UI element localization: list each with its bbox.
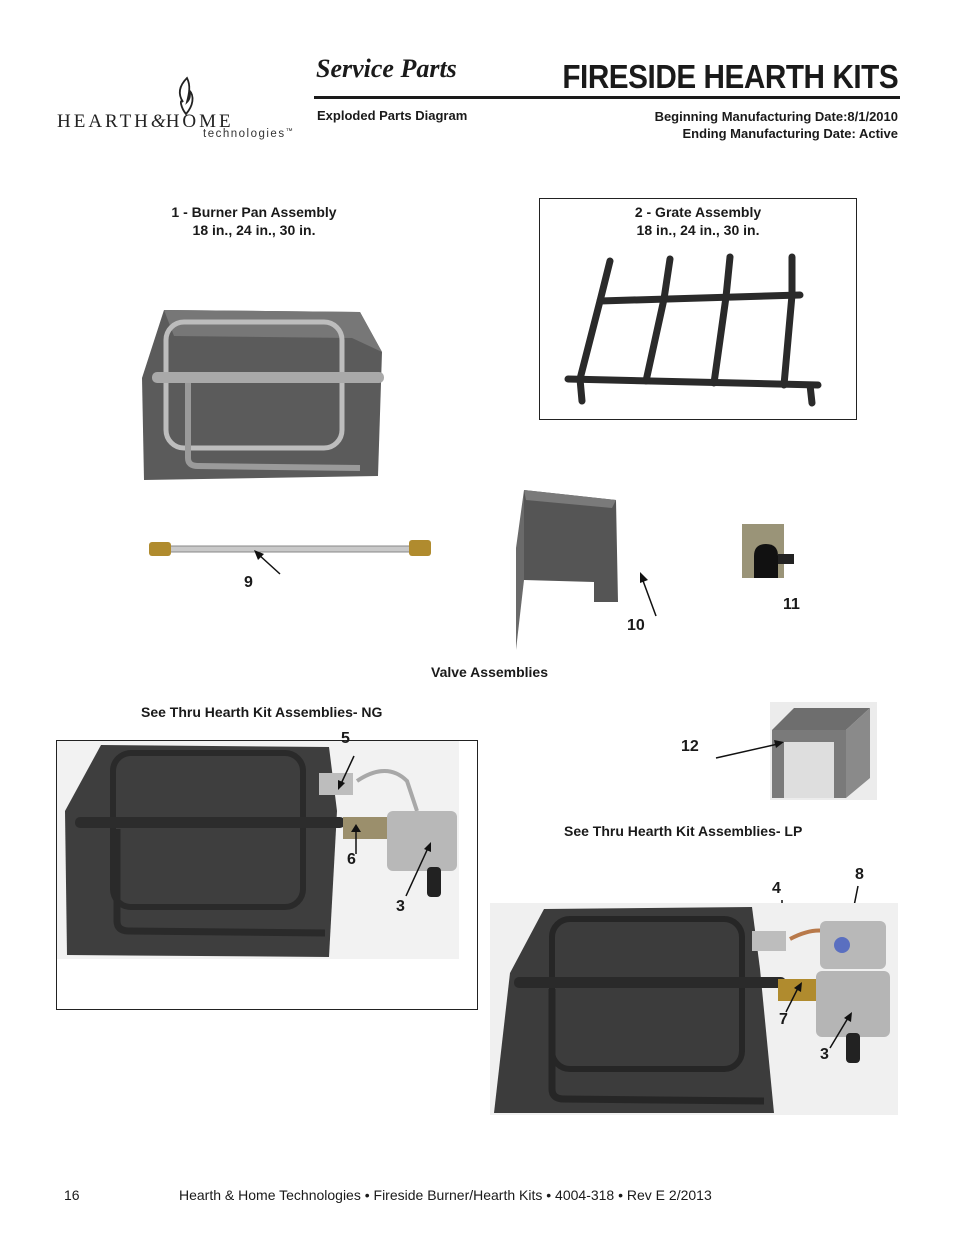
page-title: FIRESIDE HEARTH KITS	[562, 58, 898, 95]
arrow-3-lp	[829, 1012, 852, 1049]
arrow-5	[338, 755, 355, 790]
arrow-9	[254, 550, 281, 575]
footer-text: Hearth & Home Technologies • Fireside Bu…	[179, 1187, 712, 1203]
begin-date: Beginning Manufacturing Date:8/1/2010	[654, 109, 898, 124]
callout-7: 7	[779, 1011, 788, 1028]
callout-5: 5	[341, 730, 350, 747]
logo-word-right: HOME	[165, 111, 234, 132]
burner-pan-illustration	[142, 310, 384, 480]
lp-heading: See Thru Hearth Kit Assemblies- LP	[564, 823, 803, 839]
callout-3-lp: 3	[820, 1046, 829, 1063]
valve-assemblies-heading: Valve Assemblies	[431, 664, 549, 680]
service-parts-label: Service Parts	[316, 54, 457, 83]
ng-assembly-photo	[57, 741, 459, 959]
logo-subtitle: technologies	[203, 128, 286, 140]
header-rule	[314, 96, 900, 99]
arrow-3-ng	[405, 842, 431, 897]
grate-title: 2 - Grate Assembly	[634, 204, 762, 220]
arrow-10	[640, 572, 657, 617]
callout-9: 9	[244, 574, 253, 591]
end-date: Ending Manufacturing Date: Active	[682, 126, 898, 141]
arrow-7	[785, 982, 802, 1013]
grate-sizes: 18 in., 24 in., 30 in.	[636, 222, 760, 238]
page-number: 16	[64, 1187, 80, 1203]
logo-ampersand: &	[150, 111, 166, 132]
burner-pan-caption: 1 - Burner Pan Assembly 18 in., 24 in., …	[130, 204, 378, 238]
lp-assembly-photo	[490, 903, 898, 1115]
logo: HEARTH&HOME technologies™	[55, 72, 300, 147]
ng-assembly-box	[56, 740, 478, 1010]
gas-line-illustration	[149, 540, 431, 556]
grate-box: 2 - Grate Assembly 18 in., 24 in., 30 in…	[539, 198, 857, 420]
burner-pan-sizes: 18 in., 24 in., 30 in.	[192, 222, 316, 238]
callout-11: 11	[783, 596, 800, 613]
callout-3-ng: 3	[396, 898, 405, 915]
burner-pan-title: 1 - Burner Pan Assembly	[171, 204, 337, 220]
callout-8: 8	[855, 866, 864, 883]
callout-12: 12	[681, 738, 699, 755]
callout-6: 6	[347, 851, 356, 868]
callout-10: 10	[627, 617, 645, 634]
page-subtitle: Exploded Parts Diagram	[317, 108, 468, 123]
bracket-illustration	[516, 490, 618, 650]
ng-heading: See Thru Hearth Kit Assemblies- NG	[141, 704, 383, 720]
arrow-12	[715, 740, 784, 759]
callout-4: 4	[772, 880, 781, 897]
shield-photo	[770, 702, 877, 800]
grate-illustration	[564, 253, 822, 407]
logo-word-left: HEARTH	[57, 111, 151, 132]
logo-tm: ™	[285, 128, 295, 135]
flame-icon	[178, 76, 194, 116]
arrow-6	[351, 824, 361, 854]
small-bracket-illustration	[742, 524, 794, 578]
